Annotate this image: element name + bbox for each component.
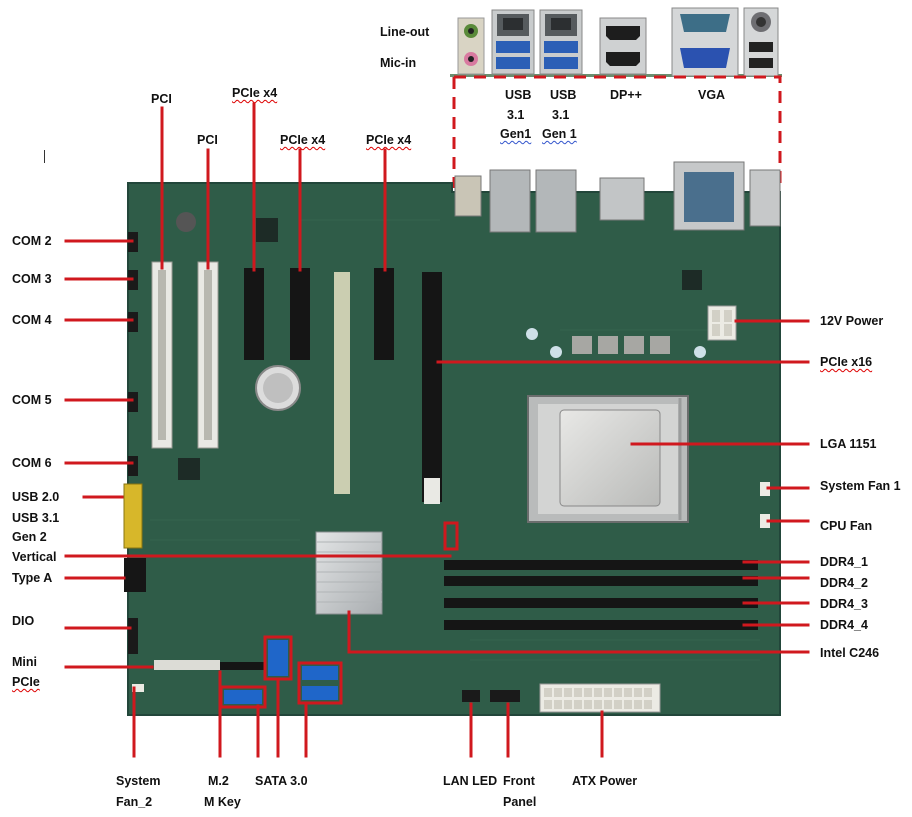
label-dio: DIO <box>12 614 35 628</box>
label-mini-pcie-line2: PCIe <box>12 675 40 689</box>
label-atx: ATX Power <box>572 774 638 788</box>
label-sysfan2-line2: Fan_2 <box>116 795 153 809</box>
label-usb-a-line2: 3.1 <box>507 108 525 122</box>
lan-usb-stack-2 <box>539 9 583 75</box>
label-lanled: LAN LED <box>443 774 498 788</box>
label-c246: Intel C246 <box>820 646 880 660</box>
io-ports-panel <box>450 7 782 77</box>
highlight-sata-left <box>219 685 267 709</box>
label-pcie-x4-1: PCIe x4 <box>232 86 278 100</box>
label-sysfan1: System Fan 1 <box>820 479 901 493</box>
label-pci-2: PCI <box>197 133 218 147</box>
highlight-boxes <box>219 521 459 709</box>
label-sysfan2-line1: System <box>116 774 161 788</box>
label-ddr3: DDR4_3 <box>820 597 868 611</box>
label-frontpanel-line2: Panel <box>503 795 537 809</box>
m2-slot <box>220 662 264 670</box>
label-ddr2: DDR4_2 <box>820 576 868 590</box>
leader-c246 <box>347 610 810 654</box>
label-ddr4: DDR4_4 <box>820 618 868 632</box>
label-usb20: USB 2.0 <box>12 490 60 504</box>
label-com3: COM 3 <box>12 272 52 286</box>
dimm-slots <box>444 560 758 630</box>
label-pcie-x4-2: PCIe x4 <box>280 133 326 147</box>
highlight-usb31-header <box>443 521 459 551</box>
label-usb-b-line1: USB <box>550 88 577 102</box>
front-panel-headers <box>462 690 520 702</box>
audio-jacks <box>457 17 485 75</box>
highlight-sata-right <box>297 661 343 705</box>
expansion-header-strip <box>334 272 350 494</box>
label-usb-b-line2: 3.1 <box>552 108 570 122</box>
leader-lines <box>64 102 810 758</box>
label-vga: VGA <box>698 88 726 102</box>
misc-chips <box>176 212 702 480</box>
label-lga1151: LGA 1151 <box>820 437 877 451</box>
label-m2-line1: M.2 <box>208 774 229 788</box>
c246-heatsink <box>315 531 383 615</box>
label-com6: COM 6 <box>12 456 52 470</box>
label-usb31-line1: USB 3.1 <box>12 511 60 525</box>
fan-headers <box>760 482 770 528</box>
label-mini-pcie-line1: Mini <box>12 655 37 669</box>
label-line-out: Line-out <box>380 25 430 39</box>
label-dp: DP++ <box>610 88 642 102</box>
displayport-connectors <box>599 17 647 75</box>
vrm-chokes <box>526 328 706 358</box>
label-sata: SATA 3.0 <box>255 774 308 788</box>
pci-slots <box>151 261 219 449</box>
pcie-x4-slots <box>244 268 394 360</box>
label-usb31-line4: Type A <box>12 571 53 585</box>
io-zoom-outline <box>452 75 782 188</box>
ps2-usb-stack <box>743 7 779 77</box>
label-pcie-x4-3: PCIe x4 <box>366 133 412 147</box>
cmos-battery <box>255 365 301 411</box>
lan-usb-stack-1 <box>491 9 535 75</box>
sata-ports <box>224 640 338 704</box>
label-usb31-line3: Vertical <box>12 550 57 564</box>
label-pcie-x16: PCIe x16 <box>820 355 873 369</box>
label-frontpanel-line1: Front <box>503 774 535 788</box>
label-usb-b-line3: Gen 1 <box>542 127 577 141</box>
text-cursor <box>44 150 45 163</box>
pcie-x16-slot <box>422 272 442 504</box>
highlight-sata-vertical <box>263 635 293 681</box>
label-ddr1: DDR4_1 <box>820 555 868 569</box>
label-12v-power: 12V Power <box>820 314 884 328</box>
lga1151-socket <box>527 395 689 523</box>
board-rear-connectors <box>454 161 781 233</box>
label-m2-line2: M Key <box>204 795 241 809</box>
label-com2: COM 2 <box>12 234 52 248</box>
label-mic-in: Mic-in <box>380 56 417 70</box>
label-pci-1: PCI <box>151 92 172 106</box>
label-usb-a-line3: Gen1 <box>500 127 532 141</box>
label-usb31-line2: Gen 2 <box>12 530 47 544</box>
label-com4: COM 4 <box>12 313 52 327</box>
label-usb-a-line1: USB <box>505 88 532 102</box>
atx-12v-connector <box>707 305 737 341</box>
atx-power-connector <box>539 683 661 713</box>
label-cpufan: CPU Fan <box>820 519 873 533</box>
com-vga-stack <box>671 7 739 77</box>
label-com5: COM 5 <box>12 393 52 407</box>
